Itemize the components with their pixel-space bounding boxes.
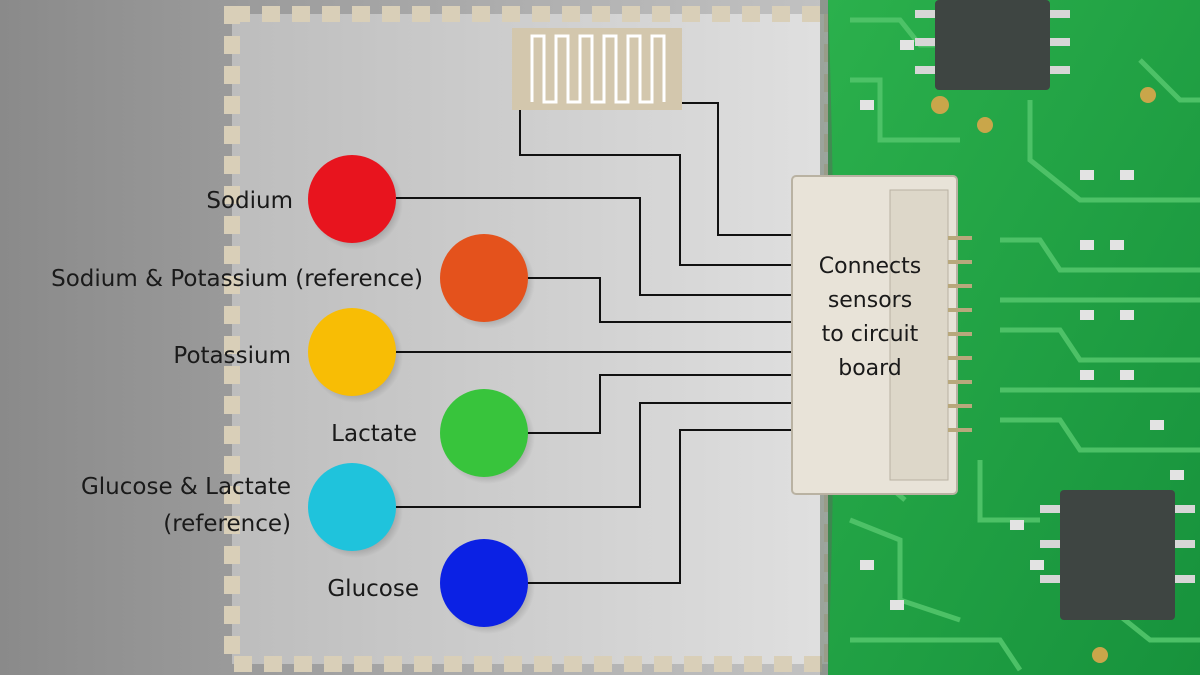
label-glucose: Glucose [327, 576, 419, 602]
label-potassium: Potassium [173, 343, 291, 369]
wires [396, 102, 792, 584]
antenna [512, 28, 682, 110]
wire-antenna-left [519, 110, 792, 266]
connector-label: Connects sensors to circuit board [818, 254, 922, 381]
label-glucose-lactate-ref-line2: (reference) [163, 511, 291, 537]
sensor-glucose-lactate-ref [308, 463, 396, 551]
label-glucose-lactate-ref-line1: Glucose & Lactate [80, 474, 291, 500]
wire-glucose-lactate-ref [396, 402, 792, 508]
patch-dashed-border [224, 6, 840, 672]
label-sodium-potassium-ref: Sodium & Potassium (reference) [51, 266, 423, 292]
label-lactate: Lactate [331, 421, 417, 447]
wire-sodium [396, 197, 792, 296]
sensor-sodium-potassium-ref [440, 234, 528, 322]
sensor-lactate [440, 389, 528, 477]
wire-antenna-right [682, 102, 792, 236]
wire-lactate [526, 374, 792, 434]
wire-glucose [526, 429, 792, 584]
label-sodium: Sodium [206, 188, 293, 214]
connector [791, 175, 972, 495]
sensors [308, 155, 535, 634]
ic-chip-bottom [1060, 490, 1175, 620]
wire-sodium-potassium-ref [526, 277, 792, 323]
sensor-potassium [308, 308, 396, 396]
circuit-board [820, 0, 1200, 675]
ic-chip-top [935, 0, 1050, 90]
sensor-glucose [440, 539, 528, 627]
sensor-sodium [308, 155, 396, 243]
